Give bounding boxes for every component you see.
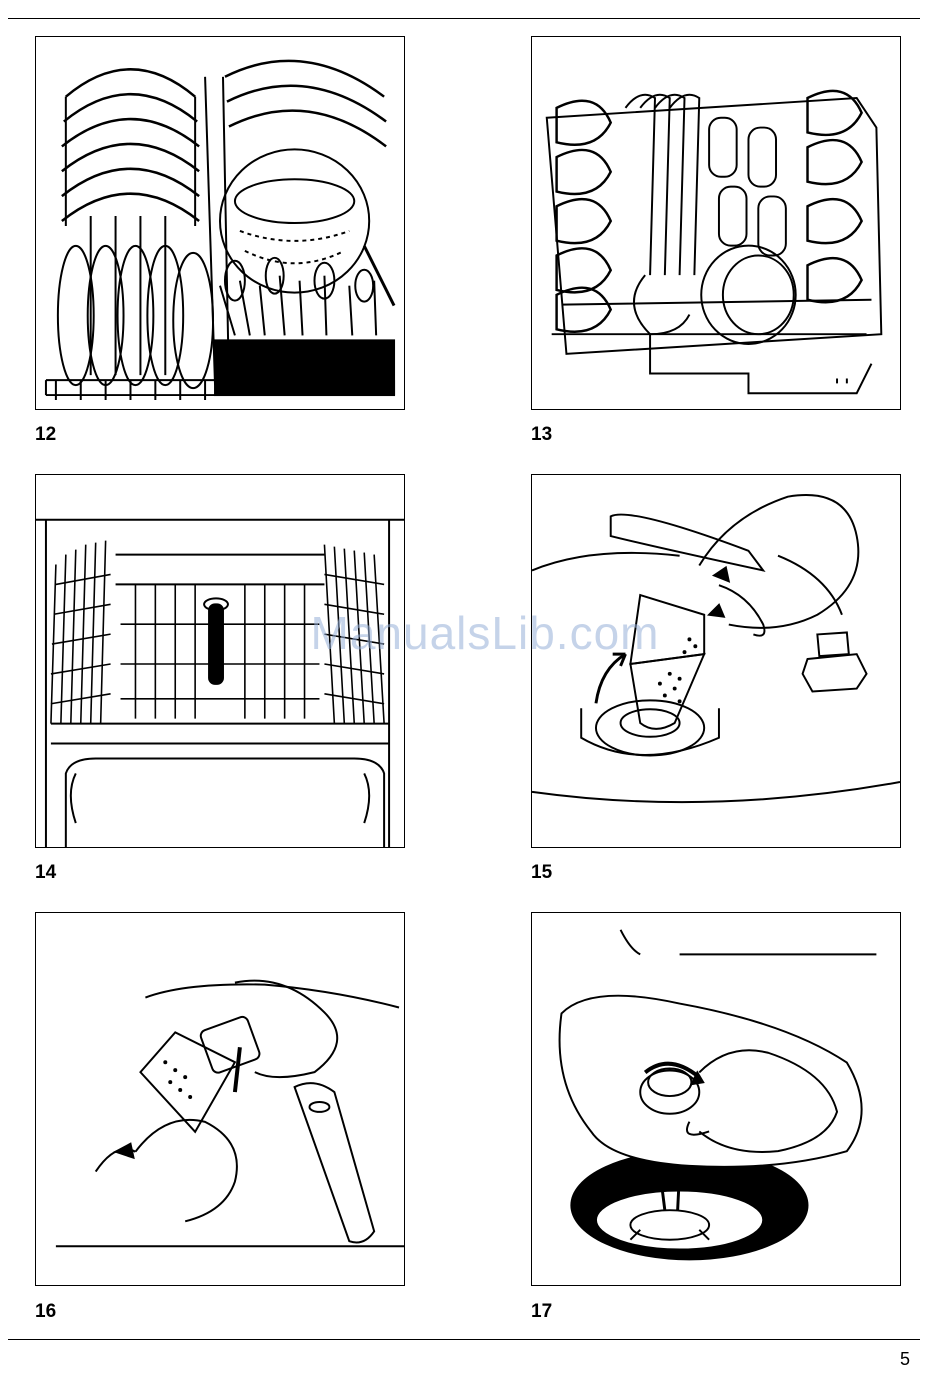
page-number: 5: [900, 1349, 910, 1370]
figure-15-illustration: [531, 474, 901, 848]
bottom-rule: [8, 1339, 920, 1340]
figure-14-illustration: [35, 474, 405, 848]
figure-13-caption: 13: [531, 425, 552, 445]
top-rule: [8, 18, 920, 19]
watermark: ManualsLib.com: [270, 606, 700, 660]
figure-13-illustration: [531, 36, 901, 410]
figure-16-caption: 16: [35, 1302, 56, 1322]
figure-16-illustration: [35, 912, 405, 1286]
figure-12-caption: 12: [35, 425, 56, 445]
figure-14-caption: 14: [35, 863, 56, 883]
figure-17-illustration: [531, 912, 901, 1286]
figure-17-caption: 17: [531, 1302, 552, 1322]
figure-15-caption: 15: [531, 863, 552, 883]
figure-12-illustration: [35, 36, 405, 410]
